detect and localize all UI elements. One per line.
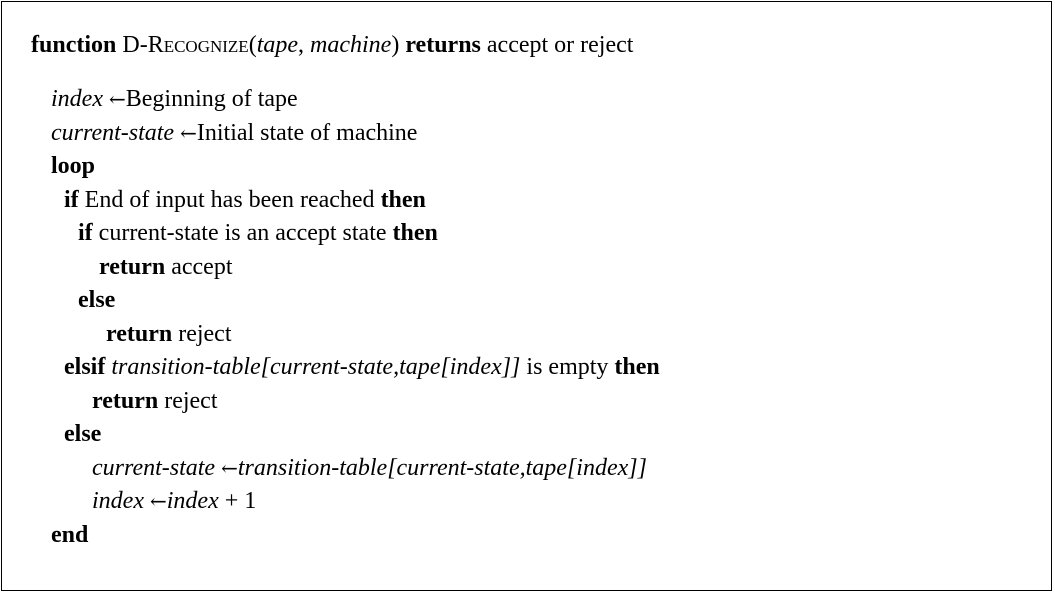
code-line-11: else xyxy=(64,420,101,448)
line-text: Beginning of tape xyxy=(125,86,298,112)
keyword-then: then xyxy=(614,354,660,380)
assign-arrow-icon: ← xyxy=(221,456,238,480)
param-tape: tape xyxy=(256,32,299,58)
param-separator: , xyxy=(298,32,311,58)
var-index: index xyxy=(166,488,219,514)
assign-arrow-icon: ← xyxy=(180,121,197,145)
code-line-3: loop xyxy=(51,152,95,180)
keyword-if: if xyxy=(78,220,93,246)
keyword-returns: returns xyxy=(405,32,481,58)
code-line-2: current-state ←Initial state of machine xyxy=(51,119,417,147)
assign-arrow-icon: ← xyxy=(108,87,126,111)
keyword-else: else xyxy=(78,287,116,313)
keyword-return: return xyxy=(106,321,173,347)
open-paren: ( xyxy=(248,32,257,58)
function-name-prefix: D- xyxy=(122,32,148,58)
keyword-loop: loop xyxy=(51,153,96,179)
keyword-return: return xyxy=(99,254,166,280)
code-line-5: if current-state is an accept state then xyxy=(78,219,438,247)
function-name: Recognize xyxy=(147,32,249,58)
keyword-return: return xyxy=(92,388,159,414)
code-line-7: else xyxy=(78,286,115,314)
keyword-end: end xyxy=(51,522,89,548)
function-signature: function D-Recognize(tape, machine) retu… xyxy=(31,31,633,59)
condition-text: current-state is an accept state xyxy=(98,220,387,246)
code-line-1: index ←Beginning of tape xyxy=(51,85,298,113)
code-line-8: return reject xyxy=(106,320,232,348)
code-line-12: current-state ←transition-table[current-… xyxy=(92,454,647,482)
condition-text: End of input has been reached xyxy=(84,187,375,213)
keyword-else: else xyxy=(64,421,102,447)
code-line-6: return accept xyxy=(99,253,233,281)
keyword-elsif: elsif xyxy=(64,354,106,380)
condition-text: is empty xyxy=(526,354,609,380)
close-paren: ) xyxy=(391,32,400,58)
keyword-if: if xyxy=(64,187,79,213)
var-index: index xyxy=(51,86,103,112)
param-machine: machine xyxy=(310,32,392,58)
keyword-then: then xyxy=(392,220,438,246)
transition-table-expr: transition-table[current-state,tape[inde… xyxy=(237,455,647,481)
code-line-9: elsif transition-table[current-state,tap… xyxy=(64,353,660,381)
transition-table-expr: transition-table[current-state,tape[inde… xyxy=(111,354,521,380)
return-description: accept or reject xyxy=(486,32,634,58)
return-value: reject xyxy=(178,321,232,347)
keyword-then: then xyxy=(380,187,426,213)
assign-arrow-icon: ← xyxy=(149,489,167,513)
var-current-state: current-state xyxy=(51,120,175,146)
increment-text: + 1 xyxy=(224,488,257,514)
code-line-14: end xyxy=(51,521,88,549)
code-line-13: index ←index + 1 xyxy=(92,487,256,515)
return-value: reject xyxy=(164,388,218,414)
return-value: accept xyxy=(171,254,233,280)
code-line-10: return reject xyxy=(92,387,218,415)
var-current-state: current-state xyxy=(92,455,216,481)
line-text: Initial state of machine xyxy=(196,120,418,146)
keyword-function: function xyxy=(31,32,117,58)
var-index: index xyxy=(92,488,144,514)
code-line-4: if End of input has been reached then xyxy=(64,186,426,214)
